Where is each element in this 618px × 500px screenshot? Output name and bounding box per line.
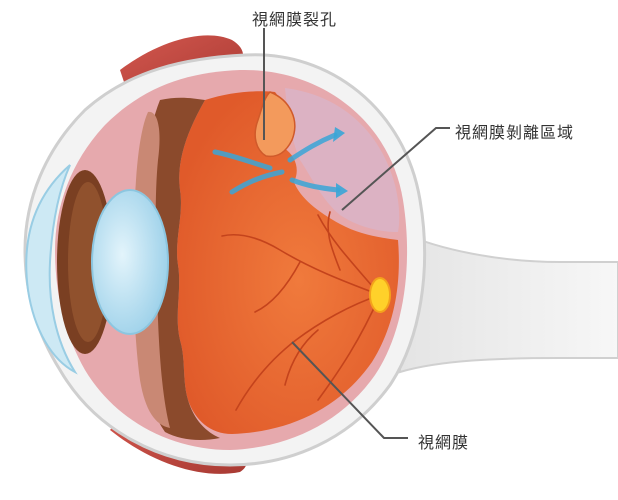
retinal-detachment-label: 視網膜剝離區域: [455, 119, 574, 143]
optic-disc: [370, 278, 390, 312]
retinal-tear-label: 視網膜裂孔: [252, 6, 337, 30]
optic-nerve: [400, 232, 618, 372]
retina-label: 視網膜: [418, 429, 469, 453]
lens: [92, 190, 168, 334]
